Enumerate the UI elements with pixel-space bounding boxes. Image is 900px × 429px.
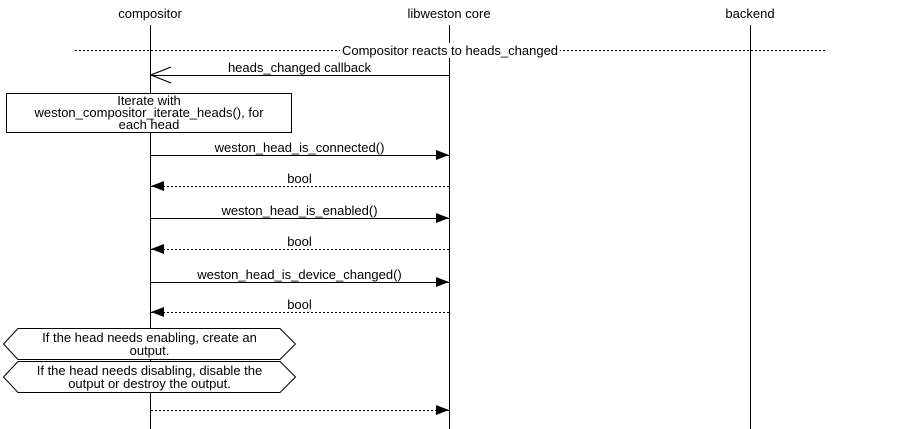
filled-arrowhead-right-icon bbox=[436, 150, 449, 160]
message-line bbox=[151, 410, 449, 411]
filled-arrowhead-right-icon bbox=[436, 277, 449, 287]
filled-arrowhead-right-icon bbox=[436, 213, 449, 223]
condition-shape-disabling bbox=[3, 361, 296, 393]
lifeline-label-libweston-core: libweston core bbox=[407, 6, 491, 21]
filled-arrowhead-left-icon bbox=[151, 181, 164, 191]
message-line bbox=[151, 155, 449, 156]
message-line bbox=[151, 218, 449, 219]
message-label-weston-head-is-connected: weston_head_is_connected() bbox=[214, 140, 385, 155]
note-iterate-heads: Iterate with weston_compositor_iterate_h… bbox=[6, 93, 292, 133]
lifeline-label-compositor: compositor bbox=[118, 6, 182, 21]
condition-shape-enabling bbox=[3, 328, 296, 360]
message-label-bool: bool bbox=[287, 234, 312, 249]
message-line bbox=[151, 186, 449, 187]
filled-arrowhead-left-icon bbox=[151, 307, 164, 317]
message-line bbox=[151, 75, 449, 76]
lifeline-backend bbox=[750, 25, 751, 429]
lifeline-libweston-core bbox=[449, 25, 450, 429]
message-line bbox=[151, 312, 449, 313]
message-label-bool: bool bbox=[287, 171, 312, 186]
condition-text-disabling: If the head needs disabling, disable the… bbox=[36, 363, 263, 391]
message-label-weston-head-is-enabled: weston_head_is_enabled() bbox=[221, 203, 378, 218]
filled-arrowhead-right-icon bbox=[436, 405, 449, 415]
condition-text-enabling: If the head needs enabling, create an ou… bbox=[42, 330, 257, 358]
lifeline-label-backend: backend bbox=[725, 6, 775, 21]
lifeline-compositor bbox=[150, 25, 151, 429]
message-label-heads-changed-callback: heads_changed callback bbox=[227, 60, 372, 75]
message-label-weston-head-is-device-changed: weston_head_is_device_changed() bbox=[197, 267, 402, 282]
message-line bbox=[151, 282, 449, 283]
filled-arrowhead-left-icon bbox=[151, 244, 164, 254]
message-line bbox=[151, 249, 449, 250]
message-label-bool: bool bbox=[287, 297, 312, 312]
open-arrowhead-left-icon bbox=[150, 66, 172, 84]
divider-label: Compositor reacts to heads_changed bbox=[339, 43, 561, 58]
